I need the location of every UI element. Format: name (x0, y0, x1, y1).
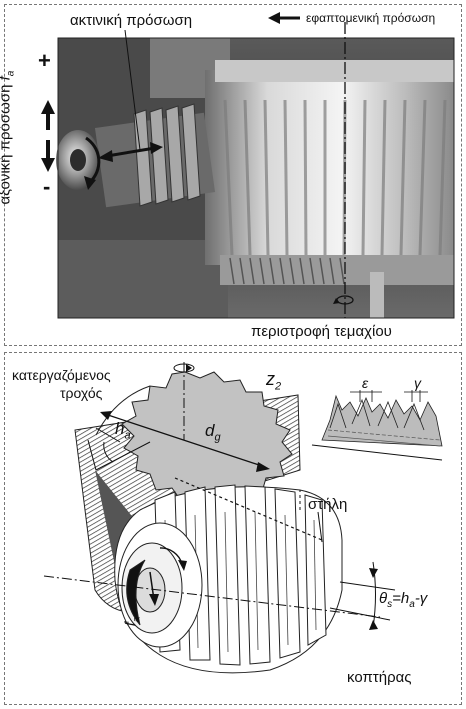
ha-sub: a (124, 429, 131, 442)
theta-eq: =h (392, 590, 410, 607)
tangential-feed-label: εφαπτομενική πρόσωση (306, 11, 436, 25)
profile-inset (311, 390, 443, 461)
theta-a-sub: a (409, 599, 415, 610)
z-symbol: z (266, 369, 275, 389)
axial-feed-subscript: a (5, 70, 17, 77)
fa-sub: a (131, 616, 143, 623)
axial-feed-label: αξονική πρόσωση fa (0, 71, 17, 205)
theta-rest: -γ (414, 590, 428, 607)
dg-label: dg (205, 422, 221, 443)
axial-feed-symbol: f (0, 76, 14, 80)
workpiece-rotation-label: περιστροφή τεμαχίου (251, 323, 392, 340)
column-label: στήλη (308, 496, 348, 513)
bottom-panel-frame (4, 352, 462, 705)
z2-label: z2 (266, 370, 281, 393)
theta-sub: s (387, 599, 393, 610)
z-sub: 2 (275, 380, 282, 393)
theta-formula: θs=ha-γ (379, 591, 427, 610)
theta-symbol: θ (379, 590, 388, 607)
radial-feed-label: ακτινική πρόσωση (70, 12, 193, 29)
minus-sign: - (43, 174, 51, 199)
gamma-label: γ (414, 375, 421, 391)
work-gear-label-2: τροχός (60, 385, 103, 401)
epsilon-label: ε (362, 375, 369, 391)
fa-label: fa (122, 616, 143, 627)
plus-sign: + (38, 48, 51, 73)
top-panel-frame (4, 4, 462, 346)
ha-symbol: h (115, 419, 125, 438)
fa-symbol: f (122, 622, 140, 627)
axial-feed-text: αξονική πρόσωση (0, 84, 14, 205)
dg-symbol: d (205, 421, 215, 440)
cutter-body (114, 484, 343, 674)
ha-label: ha (115, 420, 131, 441)
work-gear-label-1: κατεργαζόμενος (12, 367, 111, 383)
cutter-label: κοπτήρας (347, 669, 412, 686)
dg-sub: g (214, 431, 221, 444)
